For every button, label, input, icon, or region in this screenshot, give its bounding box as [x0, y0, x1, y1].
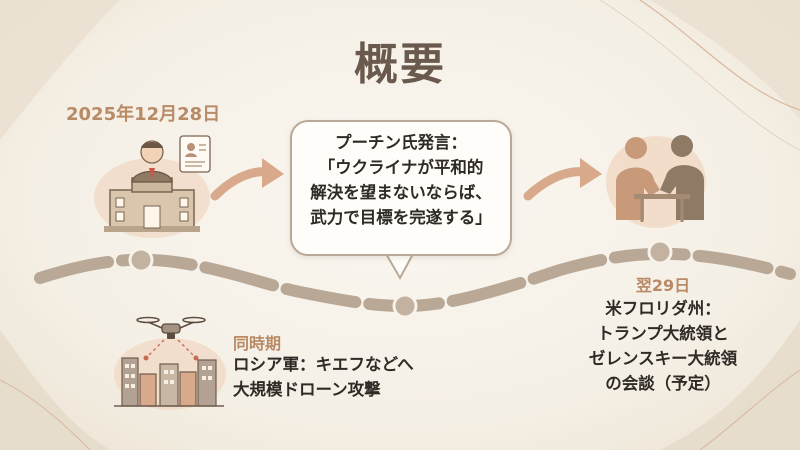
drone-city-icon	[114, 316, 226, 410]
corner-shape-top-left	[0, 0, 120, 140]
decor-line-1	[639, 0, 800, 111]
official-building-icon	[94, 135, 211, 238]
page-title: 概要	[354, 39, 446, 90]
event-1-line: 「ウクライナが平和的	[318, 158, 484, 177]
event-3-line: の会談（予定）	[605, 374, 721, 393]
arrow-icon-left	[210, 158, 284, 201]
speech-bubble: プーチン氏発言： 「ウクライナが平和的 解決を望まないならば、 武力で目標を完遂…	[290, 120, 512, 256]
decor-line-2	[599, 0, 800, 151]
decor-line-4	[699, 369, 800, 450]
bubble-tail	[384, 251, 415, 281]
event-1-line: 武力で目標を完遂する」	[310, 208, 492, 227]
event-3-line: ゼレンスキー大統領	[588, 349, 738, 368]
event-2-line: ロシア軍：キエフなどへ	[233, 355, 414, 374]
corner-shape-top-right	[650, 0, 800, 120]
arrow-icon-right	[523, 158, 602, 201]
event-2-text: ロシア軍：キエフなどへ 大規模ドローン攻撃	[233, 352, 414, 402]
timeline-node-1	[128, 247, 154, 273]
decor-line-3	[0, 379, 91, 450]
event-2-line: 大規模ドローン攻撃	[233, 380, 381, 399]
event-1-date: 2025年12月28日	[66, 104, 221, 125]
timeline-node-3	[647, 239, 673, 265]
event-3-date: 翌29日	[635, 276, 691, 295]
event-1-line: 解決を望まないならば、	[310, 183, 492, 202]
event-3-line: トランプ大統領と	[597, 324, 729, 343]
event-3-text: 米フロリダ州： トランプ大統領と ゼレンスキー大統領 の会談（予定）	[560, 296, 766, 396]
timeline-node-2	[392, 293, 418, 319]
handshake-icon	[606, 135, 706, 228]
event-2-date: 同時期	[233, 334, 282, 353]
event-3-line: 米フロリダ州：	[605, 299, 721, 318]
event-1-line: プーチン氏発言：	[335, 133, 467, 152]
corner-shape-bottom-right	[660, 320, 800, 450]
corner-shape-bottom-left	[0, 330, 110, 450]
event-1-text: プーチン氏発言： 「ウクライナが平和的 解決を望まないならば、 武力で目標を完遂…	[292, 130, 510, 230]
